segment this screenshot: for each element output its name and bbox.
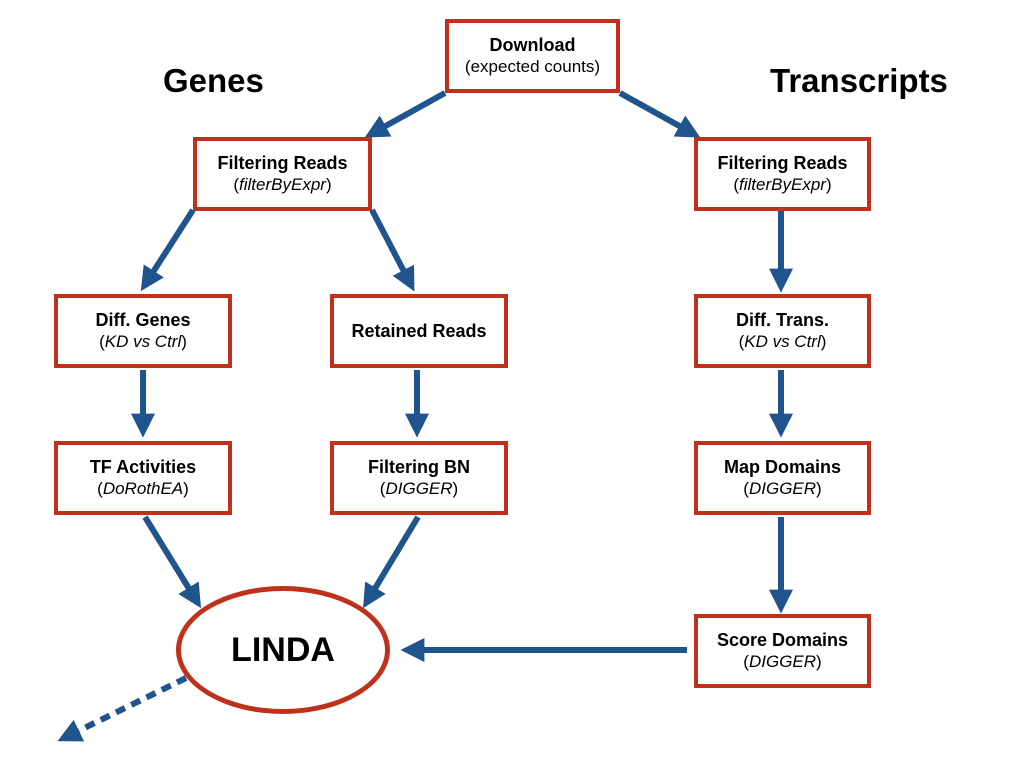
node-subtitle: (KD vs Ctrl) (99, 332, 187, 351)
node-title: Map Domains (723, 457, 842, 477)
heading-transcripts: Transcripts (770, 62, 948, 99)
node-subtitle: (filterByExpr) (733, 175, 832, 194)
node-subtitle: (filterByExpr) (233, 175, 332, 194)
node-map-domains: Map Domains (DIGGER) (694, 441, 871, 515)
node-download: Download (expected counts) (445, 19, 620, 93)
node-title: Filtering BN (368, 457, 470, 477)
node-title: Score Domains (716, 630, 849, 650)
node-retained-reads: Retained Reads (330, 294, 508, 368)
arrow-filter-bn-to-linda (363, 515, 421, 609)
arrow-filter-genes-to-diff-genes (140, 208, 196, 292)
node-filter-genes: Filtering Reads (filterByExpr) (193, 137, 372, 211)
node-title: Filtering Reads (717, 153, 848, 173)
arrow-linda-output (57, 675, 188, 742)
node-diff-genes: Diff. Genes (KD vs Ctrl) (54, 294, 232, 368)
node-subtitle: (DIGGER) (379, 479, 459, 498)
node-filtering-bn: Filtering BN (DIGGER) (330, 441, 508, 515)
node-title: Diff. Genes (95, 310, 191, 330)
arrow-tf-to-linda (142, 515, 202, 609)
node-tf-activities: TF Activities (DoRothEA) (54, 441, 232, 515)
node-score-domains: Score Domains (DIGGER) (694, 614, 871, 688)
arrow-filter-genes-to-retained (369, 208, 415, 292)
node-subtitle: (DIGGER) (743, 652, 822, 671)
node-title: Diff. Trans. (735, 310, 829, 330)
node-title: Filtering Reads (217, 153, 348, 173)
node-subtitle: (DoRothEA) (97, 479, 189, 498)
heading-genes: Genes (163, 62, 264, 99)
node-diff-trans: Diff. Trans. (KD vs Ctrl) (694, 294, 871, 368)
node-subtitle: (KD vs Ctrl) (738, 332, 827, 351)
node-filter-trans: Filtering Reads (filterByExpr) (694, 137, 871, 211)
node-linda: LINDA (176, 586, 390, 714)
arrow-download-to-filter-trans (618, 90, 701, 138)
node-title: Download (489, 35, 576, 55)
arrow-download-to-filter-genes (364, 90, 447, 138)
node-subtitle: (expected counts) (464, 57, 601, 76)
node-title: LINDA (231, 630, 335, 669)
node-title: TF Activities (89, 457, 197, 477)
node-title: Retained Reads (351, 321, 487, 341)
node-subtitle: (DIGGER) (743, 479, 822, 498)
